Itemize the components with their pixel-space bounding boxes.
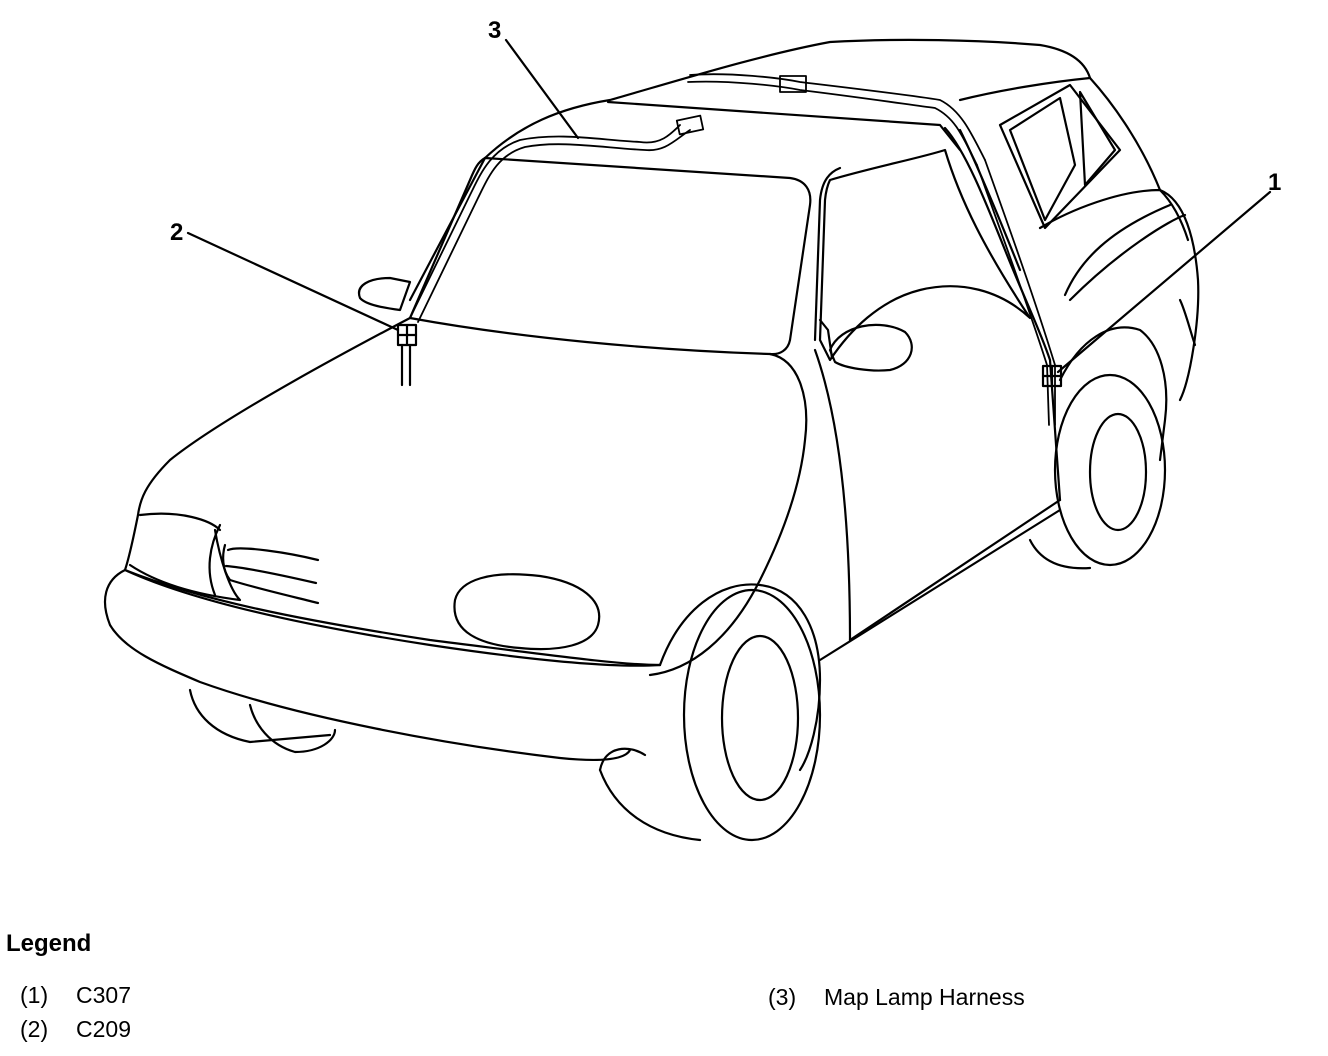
callout-leader-2 <box>188 233 398 330</box>
door-bottom <box>850 500 1060 640</box>
roof-outline <box>485 40 1090 158</box>
bumper <box>105 570 630 760</box>
harness-b-pillar-2 <box>977 165 1049 425</box>
rear-window-frame <box>1000 85 1120 228</box>
roof-rail <box>608 102 960 150</box>
front-right-wheel-inner <box>722 636 798 800</box>
rear-wheel-inner <box>1090 414 1146 530</box>
harness-roof-connector <box>780 76 806 92</box>
rear-body <box>1040 190 1198 400</box>
headlight-left-4 <box>223 545 230 580</box>
legend-item-number: (2) <box>20 1016 49 1042</box>
legend-item-number: (1) <box>20 982 49 1008</box>
rear-window-1 <box>1010 98 1075 220</box>
connector-c209-lead <box>402 345 410 385</box>
front-left-wheel-2 <box>250 705 335 752</box>
a-pillar-left <box>410 158 485 300</box>
grille-edge <box>210 525 220 595</box>
side-mirror-left <box>359 278 410 310</box>
front-right-fender <box>660 584 820 770</box>
bumper-top <box>125 570 660 666</box>
legend-item-2: (2) C209 <box>20 1016 131 1043</box>
front-right-wheel-outer <box>684 590 820 840</box>
mirror-stalk <box>820 320 832 358</box>
front-fascia <box>125 515 660 665</box>
rear-roof-line <box>960 78 1090 100</box>
rear-tire-bottom <box>1030 540 1090 568</box>
harness-wire-outer <box>410 125 680 318</box>
front-right-tire-bottom <box>600 770 700 840</box>
harness-roof-right-2 <box>688 82 977 165</box>
b-pillar <box>945 128 1060 500</box>
grille <box>130 530 240 600</box>
door-front-edge <box>815 350 850 640</box>
callout-number-2: 2 <box>170 219 183 246</box>
legend-item-number: (3) <box>768 984 797 1010</box>
windshield <box>410 158 810 354</box>
rocker-panel <box>820 510 1060 660</box>
hood <box>138 318 410 515</box>
front-right-tire-side <box>600 749 645 770</box>
harness-wire-inner <box>418 130 690 322</box>
front-left-wheel <box>190 690 330 742</box>
map-lamp-harness <box>410 74 1055 425</box>
headlight-left <box>228 548 318 560</box>
rear-wheel-outer <box>1055 375 1165 565</box>
rear-body-crease-2 <box>1070 215 1185 300</box>
side-mirror-right <box>830 325 912 371</box>
connector-c307 <box>1043 366 1061 386</box>
legend-item-label: Map Lamp Harness <box>824 984 1025 1010</box>
headlight-left-3 <box>230 580 318 603</box>
legend-item-1: (1) C307 <box>20 982 131 1009</box>
legend-item-label: C307 <box>76 982 131 1008</box>
grille-top <box>140 514 220 530</box>
callout-number-3: 3 <box>488 17 501 44</box>
headlight-left-2 <box>226 566 316 583</box>
door-window <box>820 150 1030 360</box>
roof-rear-edge <box>1090 78 1188 240</box>
door-window-inner <box>815 168 840 340</box>
callout-leader-3 <box>506 40 578 138</box>
legend-title: Legend <box>6 930 92 957</box>
rear-fender-edge <box>1180 300 1195 345</box>
callout-leader-1 <box>1058 192 1270 372</box>
vehicle-harness-diagram: 1 2 3 <box>0 17 1281 900</box>
callout-number-1: 1 <box>1268 169 1281 196</box>
hood-right-edge <box>650 354 806 675</box>
headlight-right <box>454 574 599 649</box>
vehicle-outline <box>105 40 1198 840</box>
rear-body-crease <box>1065 205 1170 295</box>
rear-fender <box>1060 327 1166 460</box>
harness-connector-map-lamp <box>677 116 703 135</box>
legend-item-3: (3) Map Lamp Harness <box>768 984 1025 1011</box>
harness-b-pillar <box>985 160 1055 425</box>
connector-c209 <box>398 325 416 385</box>
harness-roof-right <box>690 74 985 160</box>
legend-item-label: C209 <box>76 1016 131 1042</box>
